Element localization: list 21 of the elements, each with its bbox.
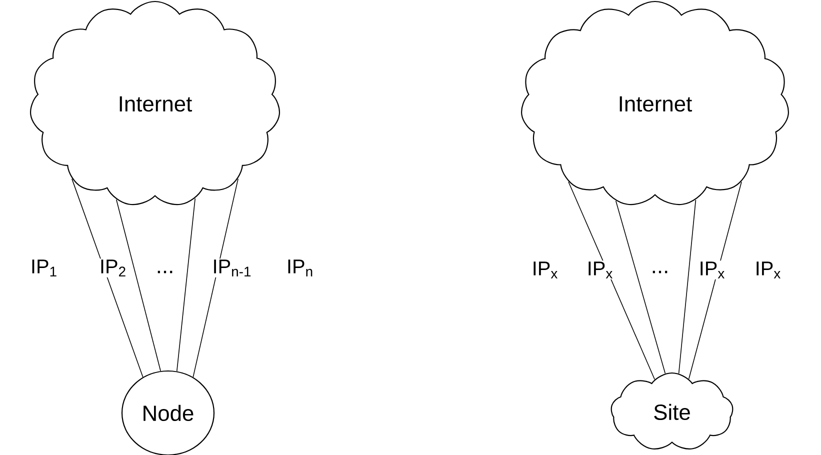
connection-line — [176, 198, 196, 372]
edge-label: IP$_{2}$ — [98, 258, 128, 278]
edge-label: IP$_{x}$ — [754, 260, 782, 280]
edge-label: IP$_{n-1}$ — [211, 258, 253, 278]
edge-label: IP$_{1}$ — [29, 258, 59, 278]
connection-line — [688, 181, 742, 380]
internet-cloud: Internet — [521, 0, 789, 206]
connection-line — [568, 181, 656, 380]
edge-label: IP$_{x}$ — [698, 260, 726, 280]
edge-label: IP$_{x}$ — [530, 260, 560, 280]
ellipsis-label: ... — [158, 270, 172, 274]
edge-label: IP$_{x}$ — [586, 260, 614, 280]
ellipsis-label: ... — [652, 270, 668, 274]
site-cloud: Site — [610, 372, 734, 450]
connection-line — [116, 199, 161, 372]
connection-line — [192, 178, 238, 378]
edge-label: IP$_{n}$ — [285, 258, 315, 278]
connection-line — [678, 200, 696, 374]
connection-line — [615, 200, 666, 374]
internet-cloud: Internet — [30, 0, 280, 206]
connection-line — [72, 178, 144, 378]
